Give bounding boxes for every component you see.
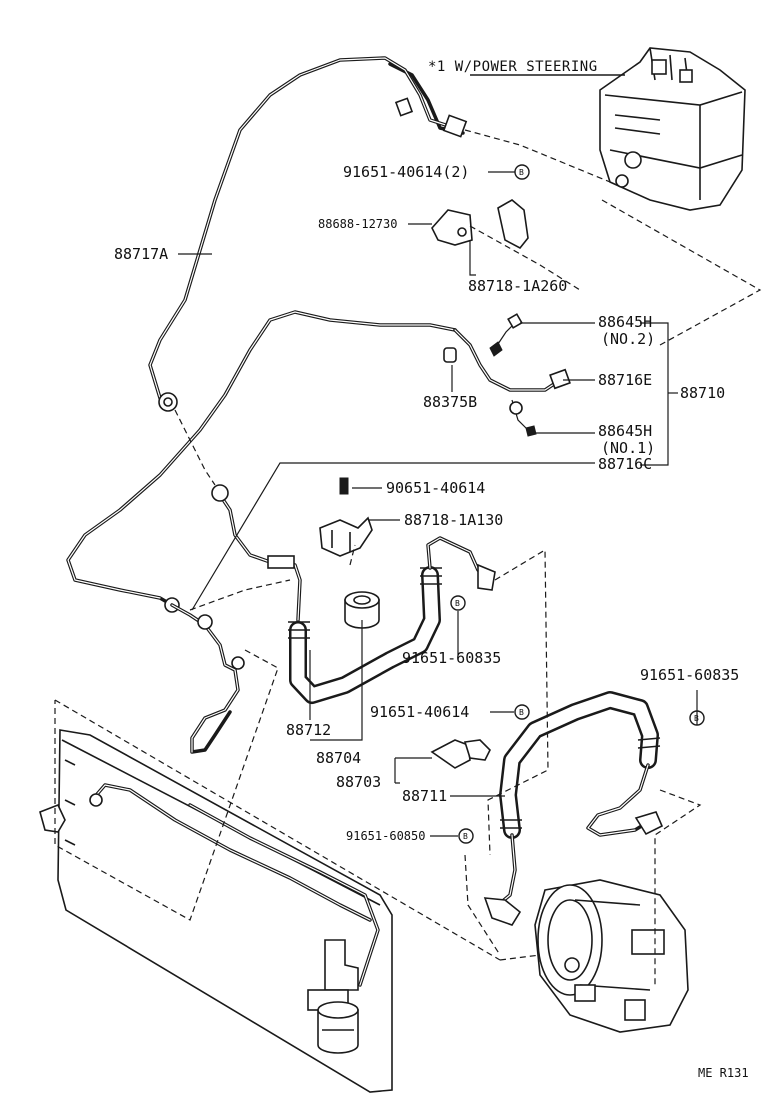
- reference-dashed-lines: [54, 129, 762, 985]
- label-88703: 88703: [336, 773, 381, 791]
- label-88718-1a130: 88718-1A130: [404, 511, 503, 529]
- bolt-marker-1: B: [514, 164, 530, 180]
- label-88717a: 88717A: [114, 245, 168, 263]
- label-91651-60835-b: 91651-60835: [640, 666, 739, 684]
- tube-to-condenser: [170, 603, 245, 754]
- label-88716c: 88716C: [598, 455, 652, 473]
- receiver-dryer: [307, 939, 359, 1054]
- label-88718-1a260: 88718-1A260: [468, 277, 567, 295]
- svg-text:B: B: [463, 832, 468, 841]
- label-91651-60835-a: 91651-60835: [402, 649, 501, 667]
- label-91651-40614-b: 91651-40614: [370, 703, 469, 721]
- bolt-marker-2: B: [450, 595, 466, 611]
- svg-text:B: B: [519, 708, 524, 717]
- bracket-88703: [430, 739, 491, 769]
- power-steering-reservoir: [599, 47, 746, 211]
- label-88645h-no2: 88645H: [598, 313, 652, 331]
- hose-88717a: [148, 56, 468, 412]
- label-88375b: 88375B: [423, 393, 477, 411]
- label-90651-40614: 90651-40614: [386, 479, 485, 497]
- diagram-code: ME R131: [698, 1066, 749, 1080]
- tube-88716: [66, 310, 571, 613]
- label-88645h-no2-sub: (NO.2): [601, 330, 655, 348]
- bolt-marker-3: B: [514, 704, 530, 720]
- bolt-marker-5: B: [458, 828, 474, 844]
- compressor: [534, 879, 689, 1033]
- label-88688-12730: 88688-12730: [318, 217, 397, 231]
- label-88716e: 88716E: [598, 371, 652, 389]
- label-88712: 88712: [286, 721, 331, 739]
- label-88645h-no1: 88645H: [598, 422, 652, 440]
- label-91651-60850: 91651-60850: [346, 829, 425, 843]
- svg-text:B: B: [455, 599, 460, 608]
- label-91651-40614-2: 91651-40614(2): [343, 163, 469, 181]
- hose-88712: [211, 484, 496, 704]
- label-88710: 88710: [680, 384, 725, 402]
- leader-lines: [178, 171, 698, 837]
- bracket-88688-12730: [431, 209, 473, 246]
- grommet-88704: [344, 591, 380, 629]
- label-88645h-no1-sub: (NO.1): [601, 439, 655, 457]
- hose-88711: [483, 691, 664, 926]
- svg-text:B: B: [519, 168, 524, 177]
- pressure-switch-no1: [509, 399, 537, 437]
- bracket-88718-1a130: [319, 477, 373, 557]
- power-steering-note: *1 W/POWER STEERING: [428, 59, 598, 75]
- pressure-switch-no2: [489, 313, 523, 357]
- bracket-88718-1a260: [497, 199, 529, 250]
- label-88704: 88704: [316, 749, 361, 767]
- label-88711: 88711: [402, 787, 447, 805]
